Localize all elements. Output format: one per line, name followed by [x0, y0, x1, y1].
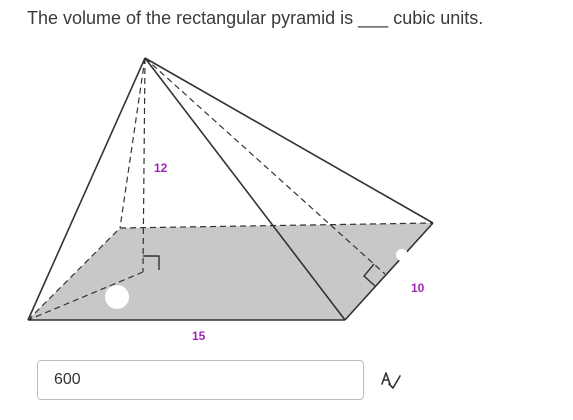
- lateral-edge-front-left: [27, 57, 146, 321]
- pyramid-base: [28, 223, 433, 320]
- answer-input[interactable]: [38, 361, 363, 399]
- base-left-edge: [27, 227, 121, 321]
- question-text: The volume of the rectangular pyramid is…: [27, 8, 484, 28]
- lateral-edge-back-left: [119, 57, 146, 229]
- height-label: 12: [154, 161, 168, 175]
- center-dot: [105, 285, 129, 309]
- base-back-edge: [119, 222, 434, 229]
- edge-dot: [396, 249, 408, 261]
- height-line: [142, 57, 146, 273]
- slant-height-line: [144, 57, 386, 275]
- pyramid-figure: 12 15 10: [27, 57, 434, 343]
- width-label: 10: [411, 281, 425, 295]
- spell-check-icon[interactable]: [380, 370, 402, 390]
- lateral-edge-front-right: [144, 57, 346, 321]
- right-angle-marker-height: [143, 255, 160, 270]
- length-label: 15: [192, 329, 206, 343]
- base-right-edge: [344, 222, 434, 321]
- lateral-edge-back-right: [144, 57, 434, 224]
- answer-field-container: [37, 360, 364, 400]
- right-angle-marker-slant: [363, 263, 376, 287]
- base-diagonal-line: [27, 271, 144, 321]
